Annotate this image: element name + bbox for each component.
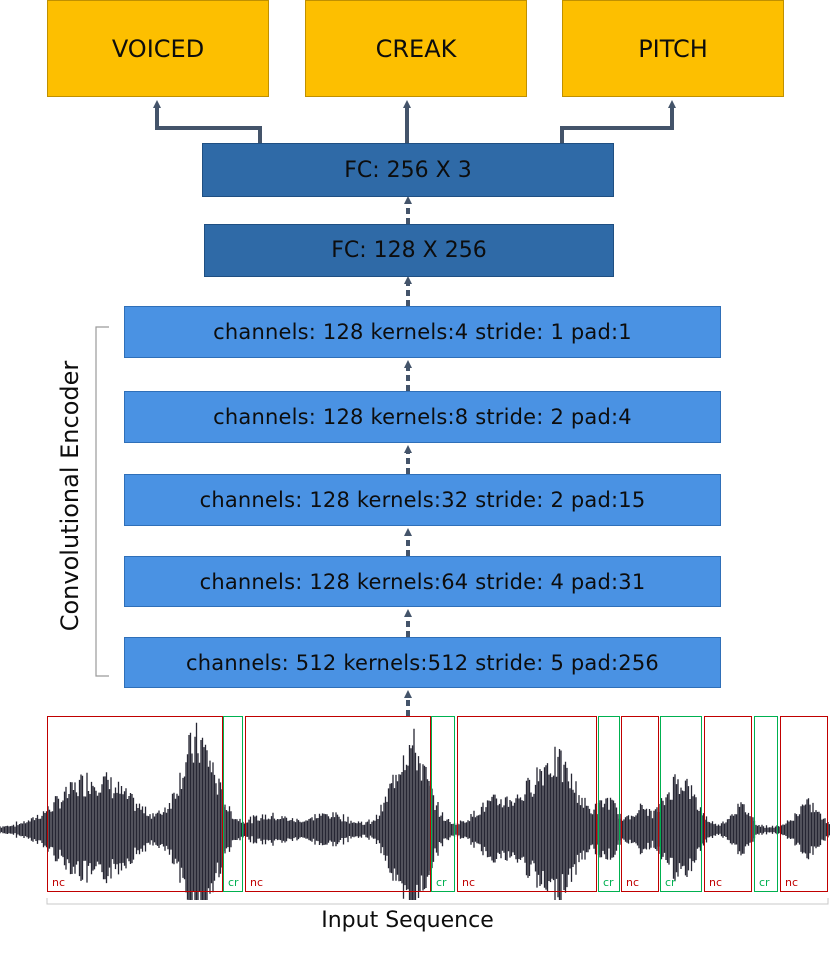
- encoder-label: Convolutional Encoder: [56, 360, 84, 632]
- segment-label: cr: [228, 876, 239, 889]
- segment-nc: nc: [457, 716, 597, 892]
- waveform: [0, 722, 830, 900]
- fc-layer-label: FC: 256 X 3: [344, 157, 472, 183]
- segment-cr: cr: [754, 716, 778, 892]
- conv-layer-label: channels: 128 kernels:32 stride: 2 pad:1…: [199, 488, 646, 512]
- conv-layer-4: channels: 128 kernels:64 stride: 4 pad:3…: [124, 556, 721, 607]
- output-label-voiced: VOICED: [111, 34, 205, 63]
- conv-layer-label: channels: 128 kernels:4 stride: 1 pad:1: [213, 320, 632, 344]
- encoder-bracket: [95, 326, 109, 677]
- arrow-to-pitch: [560, 100, 676, 143]
- conv-layer-3: channels: 128 kernels:32 stride: 2 pad:1…: [124, 474, 721, 526]
- conv-layer-label: channels: 512 kernels:512 stride: 5 pad:…: [186, 650, 659, 675]
- segment-nc: nc: [245, 716, 431, 892]
- segment-nc: nc: [621, 716, 659, 892]
- segment-cr: cr: [660, 716, 702, 892]
- output-box-voiced: VOICED: [47, 0, 269, 97]
- output-label-pitch: PITCH: [638, 34, 708, 63]
- segment-cr: cr: [598, 716, 620, 892]
- conv-layer-5: channels: 512 kernels:512 stride: 5 pad:…: [124, 637, 721, 688]
- conv-layer-label: channels: 128 kernels:64 stride: 4 pad:3…: [199, 569, 646, 594]
- conv-layer-2: channels: 128 kernels:8 stride: 2 pad:4: [124, 391, 721, 443]
- segment-nc: nc: [704, 716, 752, 892]
- fc-layer-256x3: FC: 256 X 3: [202, 143, 614, 197]
- segment-nc: nc: [47, 716, 223, 892]
- segment-label: nc: [626, 876, 640, 889]
- output-box-creak: CREAK: [305, 0, 527, 97]
- input-sequence-label: Input Sequence: [321, 908, 494, 933]
- fc-layer-label: FC: 128 X 256: [331, 238, 487, 263]
- segment-label: nc: [52, 876, 66, 889]
- segment-label: nc: [250, 876, 264, 889]
- fc-layer-128x256: FC: 128 X 256: [204, 224, 614, 277]
- segment-label: cr: [665, 876, 676, 889]
- conv-layer-1: channels: 128 kernels:4 stride: 1 pad:1: [124, 306, 721, 358]
- segment-cr: cr: [223, 716, 243, 892]
- segment-label: cr: [436, 876, 447, 889]
- segment-cr: cr: [431, 716, 455, 892]
- output-box-pitch: PITCH: [562, 0, 784, 97]
- waveform-trace: [0, 722, 830, 900]
- input-bracket: [46, 898, 829, 905]
- conv-layer-label: channels: 128 kernels:8 stride: 2 pad:4: [213, 405, 632, 429]
- segment-label: cr: [759, 876, 770, 889]
- segment-label: nc: [785, 876, 799, 889]
- output-label-creak: CREAK: [375, 34, 457, 63]
- segment-label: cr: [603, 876, 614, 889]
- arrow-to-voiced: [153, 100, 262, 143]
- segment-nc: nc: [780, 716, 828, 892]
- segment-label: nc: [709, 876, 723, 889]
- segment-label: nc: [462, 876, 476, 889]
